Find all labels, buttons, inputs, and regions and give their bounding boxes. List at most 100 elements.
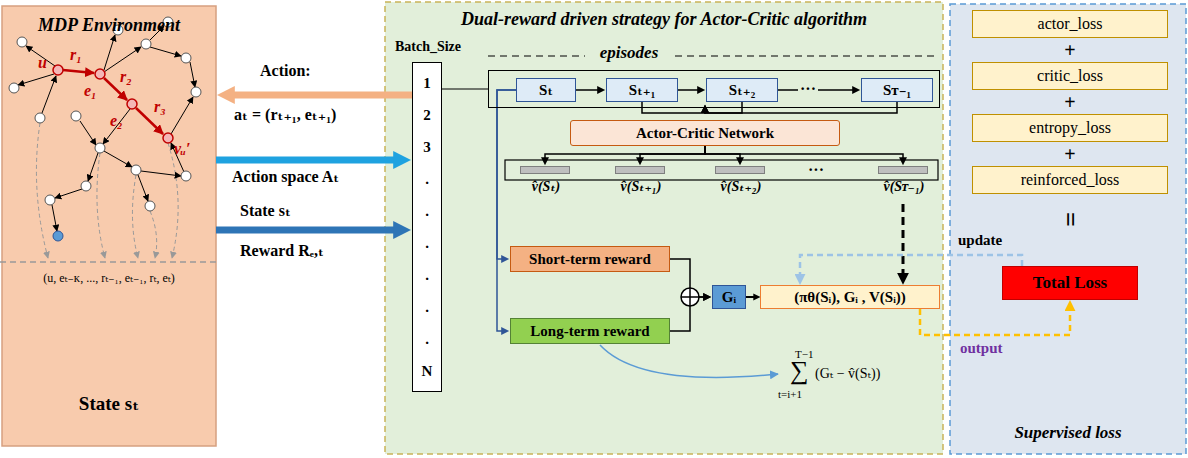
connector-arrow <box>640 146 705 158</box>
node-heading: v̂(Sₜ₊₁) <box>596 179 686 194</box>
value-bar: v̂(Sᴛ₋₁) <box>878 166 928 174</box>
node-text: Sₜ <box>539 82 553 99</box>
state-box: Sₜ₊₁ <box>606 78 678 102</box>
node-text: reinforced_loss <box>1021 171 1120 189</box>
node-text: Sₜ₊₂ <box>729 82 755 99</box>
episode-row: episodesSₜSₜ₊₁Sₜ₊₂Sᴛ₋₁ <box>488 70 940 108</box>
box-body: Sᴛ₋₁ <box>862 79 932 101</box>
graph-label: e₁ <box>84 82 97 100</box>
box-body: 123......N <box>413 63 441 391</box>
environment-panel: MDP EnvironmentState sₜ <box>2 6 216 446</box>
box-body: Long-term reward <box>511 319 669 343</box>
node-text: Short-term reward <box>529 251 651 268</box>
operator: = <box>1056 199 1085 239</box>
node-text: N <box>422 364 433 379</box>
connector-arrow <box>497 90 516 331</box>
batch-column: 123......NBatch_Size <box>412 62 442 392</box>
node-heading: episodes <box>569 44 689 63</box>
arrow-label: Action: <box>260 62 311 80</box>
sum-symbol <box>681 288 699 306</box>
box-body <box>521 167 569 173</box>
arrow-label: Action space Aₜ <box>232 168 339 186</box>
box-body: actor_loss <box>973 11 1167 37</box>
formula-part: (Gₜ − v̂(Sₜ)) <box>815 366 880 381</box>
box-body: Actor-Critic Network <box>571 121 839 145</box>
box-body <box>2 6 216 446</box>
connector-arrow <box>902 204 905 274</box>
node-heading: State sₜ <box>2 394 216 415</box>
operator: + <box>1050 91 1090 113</box>
graph-illustration <box>0 17 216 262</box>
state-tuple: (u, eₜ₋ᴋ, ..., rₜ₋₁, eₜ₋₁, rₜ, eₜ) <box>2 272 216 285</box>
node-heading: v̂(Sᴛ₋₁) <box>859 179 949 194</box>
box-body: Sₜ <box>517 79 575 101</box>
panel-ground <box>2 6 216 446</box>
node-text: . <box>425 268 429 283</box>
node-text: Long-term reward <box>530 323 649 340</box>
connector-arrow <box>800 255 1022 275</box>
box-body <box>879 167 927 173</box>
loss-panel: Supervised loss actor_loss critic_lossentr… <box>950 4 1186 454</box>
connector-arrow <box>705 146 903 158</box>
node-text: Actor-Critic Network <box>636 125 774 142</box>
node-heading: MDP Environment <box>2 16 216 36</box>
connector-arrow <box>920 309 1070 335</box>
operator: + <box>1050 39 1090 61</box>
value-bar: v̂(Sₜ₊₂) <box>715 166 765 174</box>
connector-arrow <box>233 92 412 99</box>
node-text: 1 <box>423 76 431 91</box>
box-body <box>616 167 664 173</box>
connector-group <box>216 90 1070 335</box>
arrow-label: State sₜ <box>240 202 291 220</box>
connector-arrow <box>497 90 516 259</box>
state-box: Sₜ <box>516 78 576 102</box>
panel-ground <box>385 2 943 454</box>
graph-label: r₂ <box>120 68 132 86</box>
value-bar: v̂(Sₜ₊₁) <box>615 166 665 174</box>
connector-arrow <box>216 227 395 234</box>
node-text: critic_loss <box>1037 67 1103 85</box>
edge-label: update <box>958 232 1002 249</box>
node-text: . <box>425 332 429 347</box>
graph-label: r₃ <box>154 98 166 116</box>
box-body: Gᵢ <box>713 286 745 308</box>
box-body <box>716 167 764 173</box>
node-heading: v̂(Sₜ) <box>501 179 591 194</box>
reward-box: Long-term reward <box>510 318 670 344</box>
layout-strokes <box>442 56 938 377</box>
box-body: Total Loss <box>1003 267 1137 299</box>
loss-box: critic_loss <box>972 62 1168 90</box>
node-heading: Dual-reward driven strategy for Actor-Cr… <box>385 10 943 30</box>
return-box: Gᵢ <box>712 285 746 309</box>
box-body: reinforced_loss <box>973 167 1167 193</box>
node-text: . <box>425 236 429 251</box>
ellipsis: ··· <box>806 161 826 179</box>
node-text: Gᵢ <box>722 289 736 306</box>
node-text: . <box>425 172 429 187</box>
graph-label: r₁ <box>70 46 82 64</box>
box-body: critic_loss <box>973 63 1167 89</box>
network-box: Actor-Critic Network <box>570 120 840 146</box>
reward-box: Short-term reward <box>510 246 670 272</box>
node-text: . <box>425 300 429 315</box>
connector-arrow <box>576 89 598 91</box>
node-text: 3 <box>423 140 431 155</box>
connector-arrow <box>216 157 395 164</box>
node-text: Sᴛ₋₁ <box>883 82 911 99</box>
operator: + <box>1050 143 1090 165</box>
node-heading: Supervised loss <box>950 424 1186 443</box>
panel-ground <box>950 4 1186 454</box>
loss-box: reinforced_loss <box>972 166 1168 194</box>
formula-part: t=i+1 <box>778 388 802 400</box>
node-text: (πθ(Sᵢ), Gᵢ , V(Sᵢ)) <box>794 289 906 306</box>
graph-label: vᵤ′ <box>174 140 190 158</box>
node-text: Total Loss <box>1033 274 1107 293</box>
value-bar: v̂(Sₜ) <box>520 166 570 174</box>
formula-part: ∑ <box>790 358 809 384</box>
node-heading: Batch_Size <box>381 39 475 54</box>
node-text: entropy_loss <box>1029 119 1111 137</box>
ellipsis: ··· <box>798 80 818 98</box>
output-tuple-box: (πθ(Sᵢ), Gᵢ , V(Sᵢ)) <box>760 285 940 309</box>
